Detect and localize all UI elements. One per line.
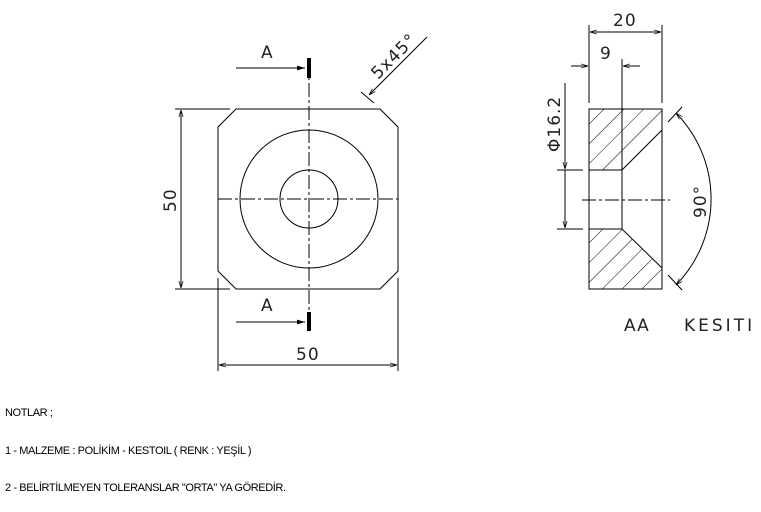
section-label-bottom: A	[261, 296, 274, 316]
note-item: 2 - BELİRTİLMEYEN TOLERANSLAR "ORTA" YA …	[5, 482, 286, 494]
section-outline	[588, 108, 663, 290]
chamfer-dimension: 5x45°	[367, 30, 421, 84]
hatch-top	[589, 109, 662, 170]
angle-dimension: 90°	[691, 185, 711, 218]
angle-arc	[676, 113, 712, 285]
section-bar-top	[307, 58, 311, 78]
angle-tick	[667, 106, 683, 123]
chamfer-tick	[360, 91, 375, 104]
width-dimension: 50	[296, 345, 320, 365]
hatch-bottom	[589, 229, 662, 289]
note-item: 1 - MALZEME : POLİKİM - KESTOIL ( RENK :…	[5, 445, 252, 457]
part-outline	[217, 108, 399, 290]
section-width-dimension: 20	[613, 11, 637, 31]
height-dimension: 50	[161, 188, 181, 212]
chamfer-leader	[369, 36, 428, 95]
angle-tick	[667, 274, 683, 291]
depth-dimension: 9	[600, 44, 612, 64]
front-view: A A 50 50 5x45°	[161, 30, 428, 371]
diameter-dimension: Φ16.2	[545, 96, 565, 152]
section-title-aa: AA	[624, 316, 650, 336]
section-label-top: A	[261, 43, 274, 63]
section-bar-bottom	[307, 312, 311, 331]
notes-heading: NOTLAR ;	[5, 407, 53, 419]
section-title-kesiti: KESITI	[684, 316, 755, 336]
section-view: 20 9 Φ16.2 90° AA KESITI	[545, 11, 755, 336]
